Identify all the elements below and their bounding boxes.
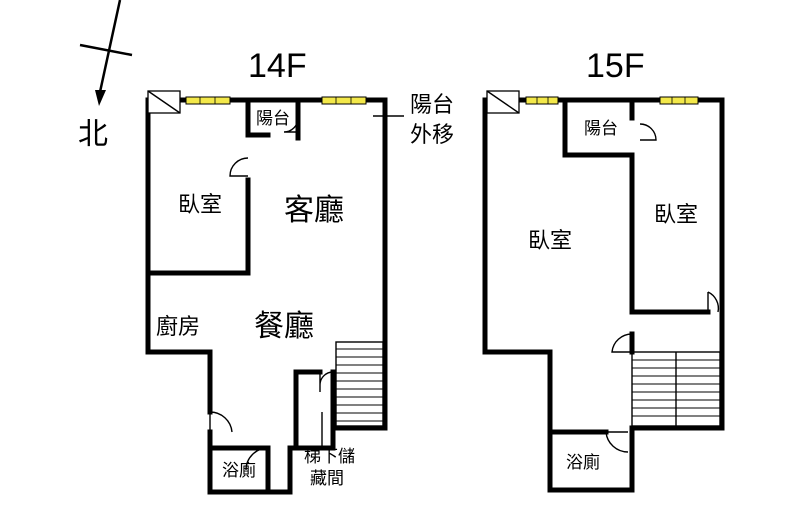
room-label-bathroom-15f: 浴廁 [566,452,600,473]
room-label-bedroom-left: 臥室 [528,229,572,254]
floor-15-door-icon [707,291,720,313]
floor-14-stairs [336,348,383,422]
floor-15-door-icon [611,333,633,353]
annotation-storage-line2: 藏間 [310,469,344,489]
floor-14-title: 14F [248,47,307,85]
room-label-balcony: 陽台 [256,109,290,129]
floor-15-window-icon [659,96,699,105]
floor-15-ac-unit-icon [486,90,520,114]
floor-14-door-icon [245,447,269,471]
room-label-living-room: 客廳 [284,193,344,228]
room-label-dining-room: 餐廳 [254,309,314,344]
floor-15-window-icon [525,96,559,105]
floor-15-door-icon [639,123,657,141]
floor-15-title: 15F [586,47,645,85]
floor-14-door-icon [209,411,233,433]
floor-14-ac-unit-icon [147,90,181,114]
floor-14-window-icon [185,96,231,105]
floor-15-walls [482,97,725,493]
room-label-bedroom-right: 臥室 [654,203,698,228]
room-label-balcony-15f: 陽台 [584,119,618,139]
floor-14-door-icon [229,157,249,177]
floor-14-window-icon [321,96,367,105]
room-label-bathroom: 浴廁 [222,460,256,481]
floor-14-door-icon [319,371,334,392]
room-label-bedroom: 臥室 [178,193,222,218]
floor-14-door-icon [283,117,299,133]
north-arrow-icon [79,0,133,106]
annotation-balcony-moved-line1: 陽台 [410,93,454,118]
floor-15-door-icon [605,431,629,453]
annotation-balcony-moved-line2: 外移 [410,123,454,148]
floor-14-walls [145,97,388,495]
compass-north-label: 北 [78,117,108,152]
floor-15-stairs [632,359,720,417]
room-label-kitchen: 廚房 [156,315,200,340]
annotation-storage-line1: 梯下儲 [304,447,355,467]
